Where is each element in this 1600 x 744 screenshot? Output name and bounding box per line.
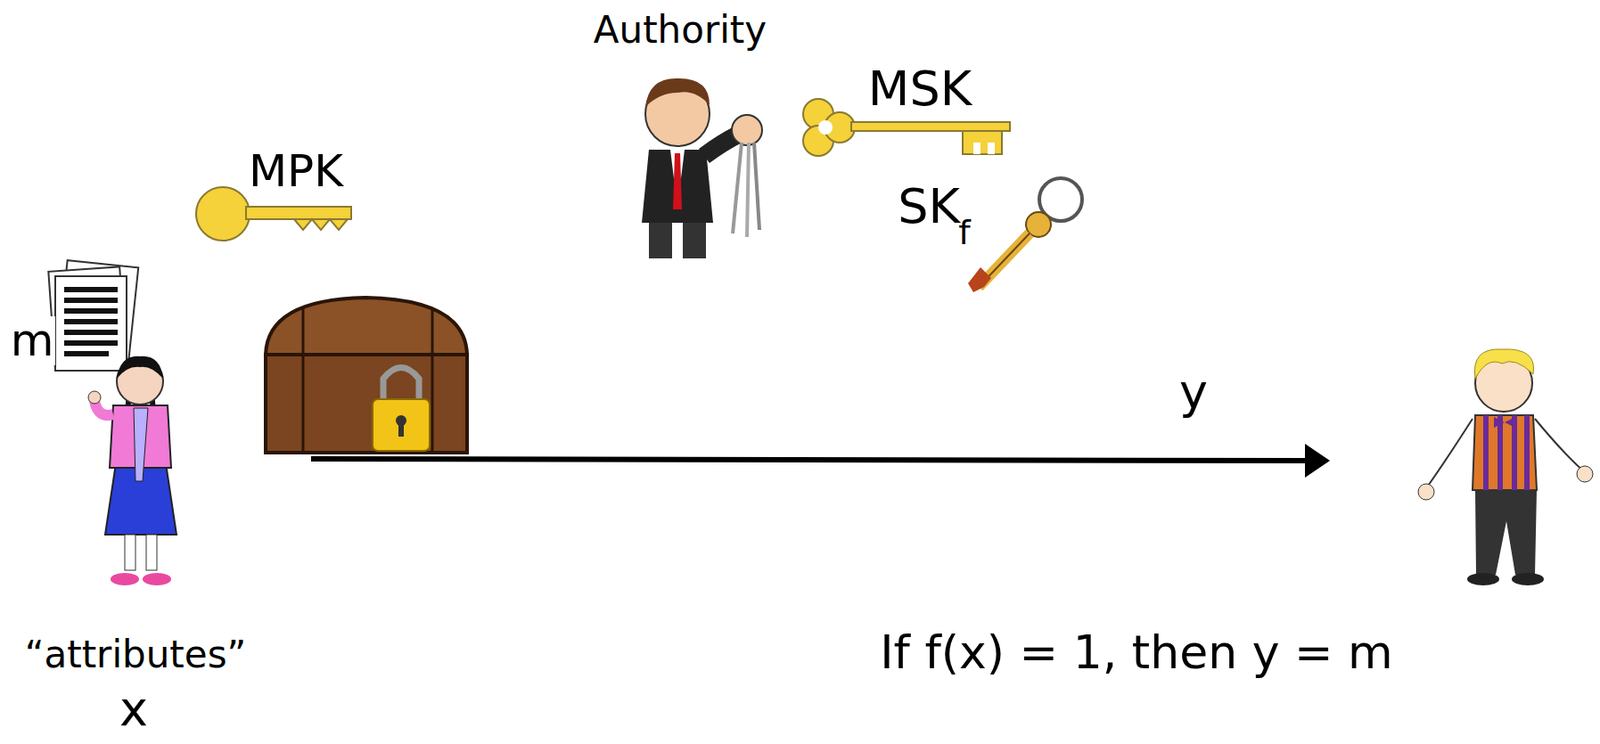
authority-figure-part	[682, 222, 706, 259]
master-secret-key-icon-part	[818, 120, 833, 135]
receiver-boy	[1418, 349, 1593, 586]
sender-girl-part	[142, 573, 172, 586]
transmission-arrow-part	[1304, 443, 1330, 478]
authority-figure-part	[648, 222, 673, 259]
secret-key-icon-part	[1025, 212, 1051, 238]
secret-key-icon-part	[968, 267, 992, 293]
locked-chest-part	[431, 308, 435, 453]
public-key-icon-part	[294, 219, 348, 230]
sender-girl-part	[133, 408, 148, 482]
receiver-boy-part	[1497, 415, 1503, 491]
role-label: Authority	[593, 9, 767, 51]
receiver-boy-part	[1493, 417, 1516, 428]
document-stack	[48, 260, 139, 371]
authority-figure-part	[672, 153, 682, 210]
authority-figure-part	[754, 142, 760, 230]
condition-label: If f(x) = 1, then y = m	[879, 627, 1393, 679]
receiver-boy-part	[1576, 466, 1593, 483]
receiver-boy-part	[1524, 415, 1530, 491]
attributes-label: “attributes”	[24, 634, 247, 676]
document-stack-part	[64, 297, 118, 304]
transmission-arrow-part	[311, 459, 1309, 461]
message-label: m	[8, 316, 57, 366]
receiver-boy-part	[1511, 573, 1544, 586]
locked-chest-part	[372, 399, 430, 452]
authority-figure-part	[641, 149, 714, 223]
receiver-boy-part	[1475, 490, 1537, 575]
locked-chest	[265, 297, 468, 453]
receiver-boy-part	[1534, 418, 1585, 473]
document-stack-part	[64, 308, 118, 314]
authority-figure-part	[645, 78, 710, 107]
master-secret-key-icon-part	[962, 131, 1002, 155]
master-secret-key-icon-part	[851, 122, 1010, 132]
authority-figure-part	[731, 114, 763, 146]
document-stack-part	[64, 351, 109, 357]
authority-figure-part	[732, 142, 742, 234]
secret-key-icon	[968, 178, 1083, 293]
sender-girl-part	[116, 356, 164, 379]
sender-girl-part	[110, 573, 140, 586]
master-secret-key-icon-part	[987, 142, 995, 155]
receiver-boy-part	[1426, 418, 1473, 489]
receiver-boy-part	[1472, 415, 1537, 491]
locked-chest-part	[302, 308, 305, 453]
receiver-boy-part	[1534, 418, 1585, 473]
key-label: SK	[897, 180, 960, 233]
sender-girl-part	[88, 391, 101, 404]
receiver-boy-part	[1474, 349, 1534, 379]
output-label: y	[1179, 365, 1208, 419]
master-secret-key-icon-part	[973, 142, 981, 155]
receiver-boy-part	[1426, 418, 1473, 489]
sender-girl-part	[146, 534, 157, 571]
receiver-boy-part	[1483, 415, 1489, 491]
authority-figure	[641, 78, 763, 259]
document-stack-part	[55, 276, 127, 371]
sender-girl	[88, 356, 177, 586]
receiver-boy-part	[1418, 484, 1435, 501]
public-key-icon-part	[196, 187, 250, 241]
authority-figure-part	[746, 142, 749, 238]
key-label: MPK	[248, 147, 344, 197]
document-stack-part	[64, 287, 118, 293]
document-stack-part	[64, 319, 118, 325]
public-key-icon-part	[246, 206, 352, 220]
locked-chest-part	[383, 368, 419, 403]
receiver-boy-part	[1467, 573, 1500, 586]
transmission-arrow	[311, 443, 1330, 478]
sender-girl-part	[124, 534, 136, 571]
subscript-label: f	[958, 214, 970, 253]
locked-chest-part	[265, 354, 468, 453]
variable-label: x	[119, 682, 148, 736]
locked-chest-part	[398, 422, 404, 437]
key-label: MSK	[868, 62, 972, 115]
locked-chest-part	[265, 297, 468, 355]
document-stack-part	[64, 329, 118, 336]
document-stack-part	[64, 340, 118, 346]
